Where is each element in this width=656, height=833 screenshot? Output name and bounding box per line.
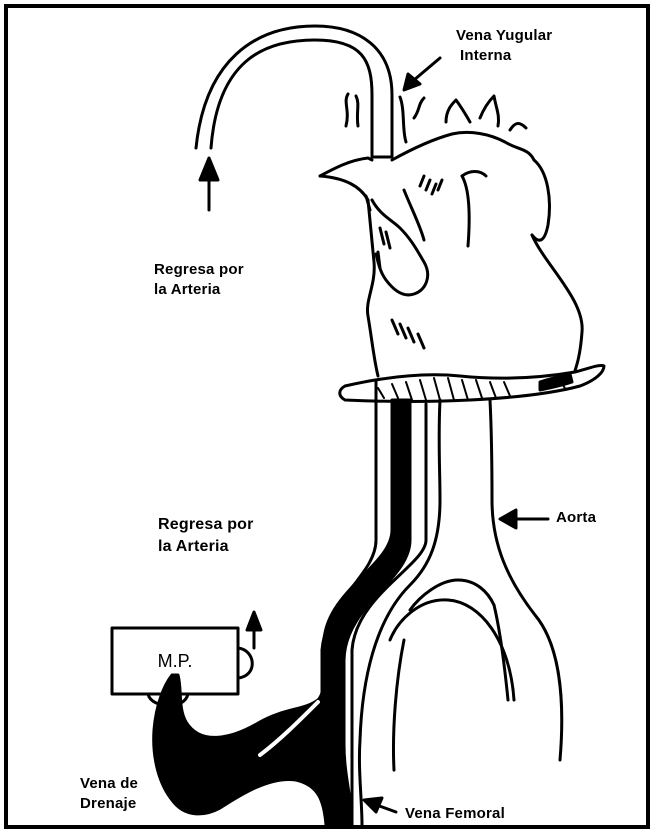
heart-drawing (320, 94, 582, 380)
label-regresa-top: Regresa por la Arteria (154, 260, 244, 300)
label-mp: M.P. (112, 628, 238, 694)
arrow-up-icon (200, 158, 218, 210)
return-catheter (196, 26, 392, 157)
aorta-vessel (359, 400, 561, 825)
label-aorta: Aorta (556, 508, 596, 528)
label-vena-drenaje: Vena de Drenaje (80, 774, 138, 814)
label-vena-yugular: Vena Yugular Interna (456, 26, 552, 66)
arrow-yugular-icon (404, 58, 440, 90)
label-vena-femoral: Vena Femoral (405, 804, 505, 824)
drainage-catheter (154, 400, 410, 825)
diaphragm-band (340, 365, 604, 401)
label-regresa-mid: Regresa por la Arteria (158, 514, 254, 558)
arrow-aorta-icon (500, 510, 548, 528)
arrow-femoral-icon (364, 798, 396, 812)
